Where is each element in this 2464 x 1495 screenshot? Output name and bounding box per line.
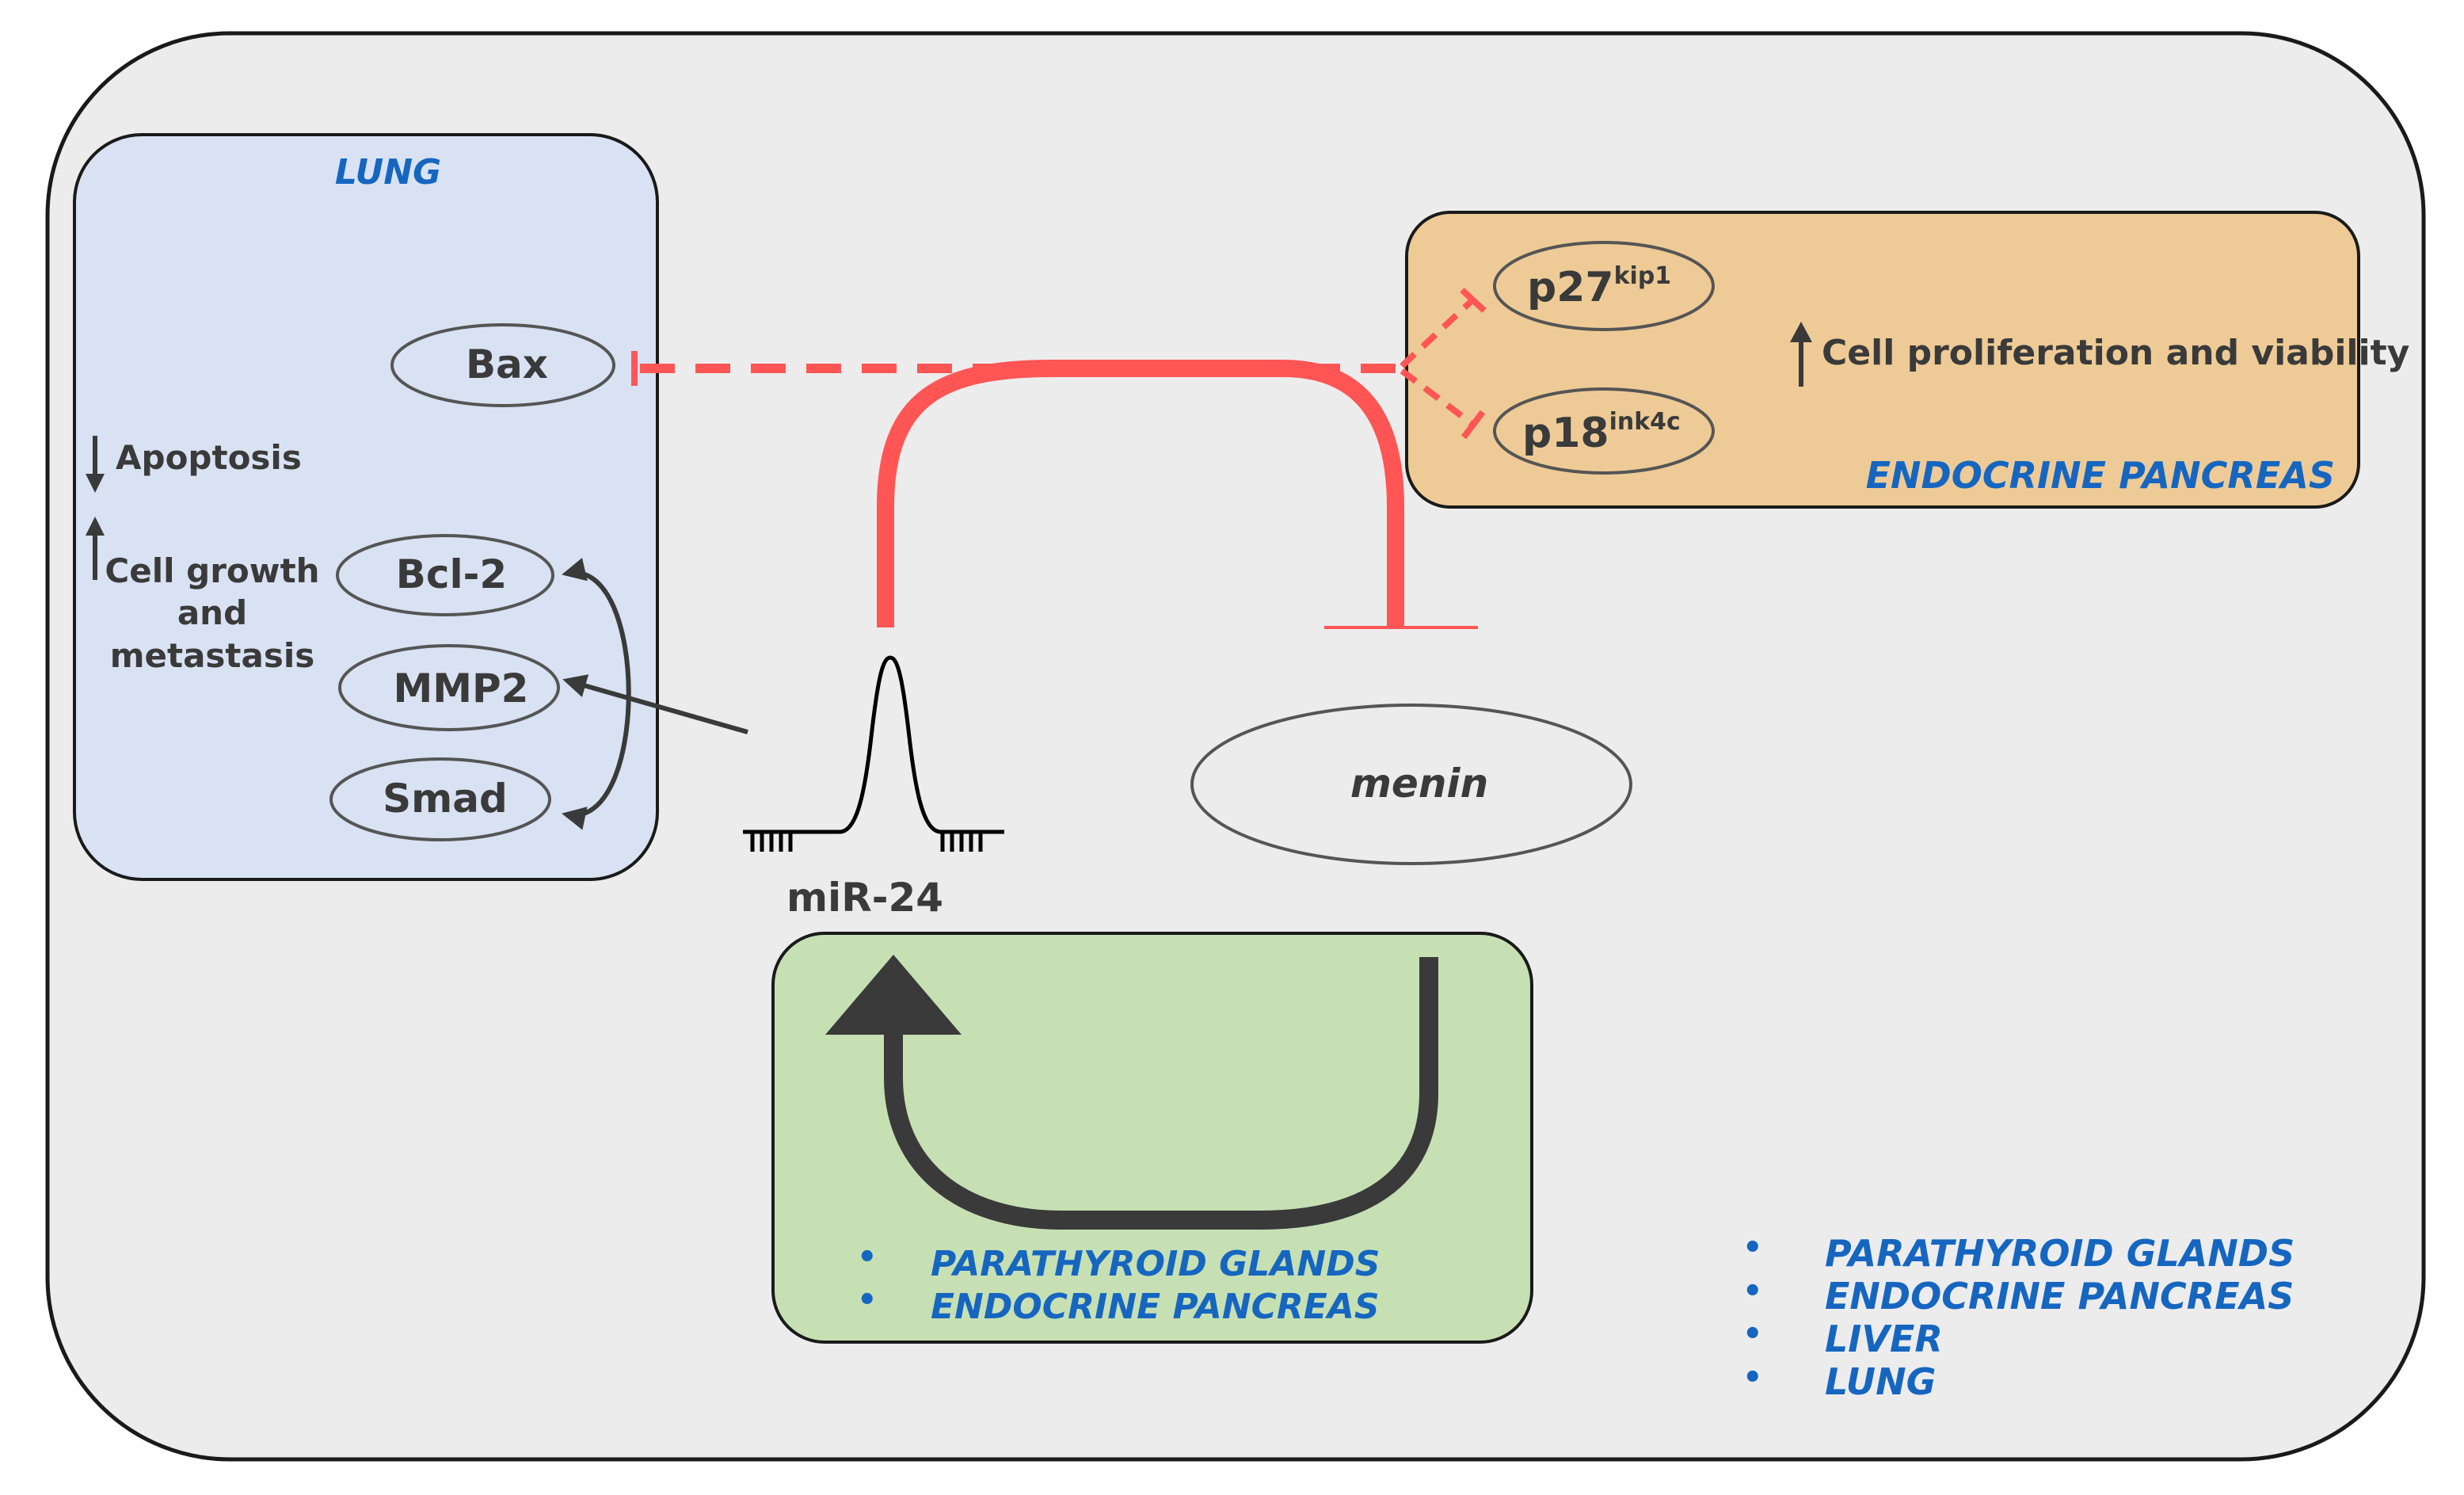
up-arrow-icon (1790, 322, 1812, 387)
p27-inhibition-bar (1460, 288, 1487, 313)
tissue-item-parathyroid: PARATHYROID GLANDS (1825, 1232, 2295, 1275)
bax-node (390, 323, 615, 407)
p27-label: p27kip1 (1527, 262, 1671, 311)
lung-panel-title: LUNG (335, 152, 441, 193)
tissue-bullet-3-dot: • (1742, 1316, 1763, 1352)
and-label: and (177, 593, 247, 632)
mir24-to-mmp2-arrow (562, 674, 748, 734)
loop-bullet-1-dot: • (857, 1239, 878, 1276)
loop-item-parathyroid: PARATHYROID GLANDS (931, 1244, 1380, 1284)
lung-panel (73, 133, 659, 881)
bcl2-node (336, 534, 554, 616)
smad-node (329, 757, 551, 841)
smad-label: Smad (383, 776, 508, 822)
loop-bullet-2-dot: • (857, 1282, 878, 1318)
p18-inhibition-bar (1461, 410, 1486, 440)
tissue-bullet-1-dot: • (1742, 1230, 1763, 1266)
p18-inhibition-dashed (1400, 368, 1476, 428)
mmp2-node (338, 644, 560, 731)
p18-node (1493, 387, 1715, 475)
mirna-hairpin-icon (743, 655, 1004, 852)
menin-to-mir24-loop-arrow (884, 957, 1438, 1230)
bax-label: Bax (466, 341, 548, 387)
metastasis-label: metastasis (110, 636, 314, 675)
tissue-item-pancreas: ENDOCRINE PANCREAS (1825, 1275, 2294, 1318)
down-arrow-icon (86, 436, 105, 493)
p27-node (1493, 241, 1715, 331)
mmp2-label: MMP2 (394, 666, 529, 711)
menin-node (1190, 704, 1632, 865)
loop-arrowhead (825, 955, 962, 1035)
pancreas-panel-title: ENDOCRINE PANCREAS (1866, 454, 2335, 497)
p18-main: p18 (1522, 410, 1609, 457)
tissue-item-liver: LIVER (1825, 1318, 1943, 1360)
p27-main: p27 (1527, 264, 1614, 311)
cell-growth-label: Cell growth (105, 551, 319, 590)
tissue-bullet-2-dot: • (1742, 1273, 1763, 1310)
feedback-loop-panel (771, 932, 1533, 1344)
proliferation-label: Cell proliferation and viability (1822, 333, 2409, 373)
p18-label: p18ink4c (1522, 408, 1681, 457)
up-arrow-icon (86, 517, 105, 580)
tissue-item-lung: LUNG (1825, 1360, 1936, 1403)
p27-inhibition-dashed (1400, 297, 1476, 368)
apoptosis-label: Apoptosis (116, 438, 302, 477)
p18-superscript: ink4c (1609, 408, 1681, 436)
loop-item-pancreas: ENDOCRINE PANCREAS (931, 1287, 1380, 1327)
tissue-bullet-4-dot: • (1742, 1360, 1763, 1396)
p27-superscript: kip1 (1614, 262, 1672, 290)
bcl2-label: Bcl-2 (396, 551, 507, 597)
mir24-label: miR-24 (786, 875, 943, 921)
menin-label: menin (1350, 761, 1488, 807)
bcl2-smad-arrow (562, 558, 631, 830)
